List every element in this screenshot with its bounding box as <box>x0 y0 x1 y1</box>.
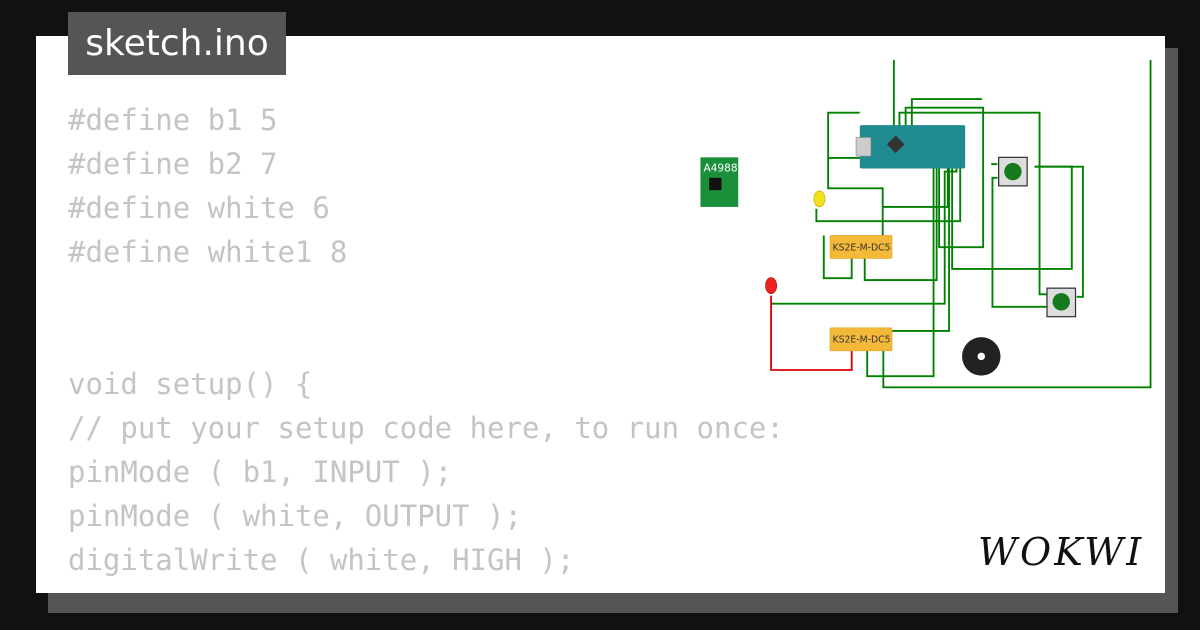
usb-port <box>855 137 872 157</box>
pushbutton-1[interactable] <box>998 156 1028 187</box>
code-line: #define white1 8 <box>68 235 348 269</box>
wokwi-logo: WOKWI <box>978 530 1145 574</box>
code-line: digitalWrite ( white, HIGH ); <box>68 543 575 577</box>
relay-2: KS2E-M-DC5 <box>829 327 893 352</box>
red-wire <box>770 295 853 371</box>
relay2-label: KS2E-M-DC5 <box>832 335 890 346</box>
preview-card: #define b1 5 #define b2 7 #define white … <box>36 36 1165 593</box>
code-line: pinMode ( b1, INPUT ); <box>68 455 453 489</box>
buzzer <box>962 337 1001 376</box>
code-line: // put your setup code here, to run once… <box>68 411 784 445</box>
code-line: #define white 6 <box>68 191 330 225</box>
code-line: pinMode ( white, OUTPUT ); <box>68 499 522 533</box>
code-line: #define b1 5 <box>68 103 278 137</box>
arduino-nano <box>855 125 966 169</box>
code-background: #define b1 5 #define b2 7 #define white … <box>68 98 784 582</box>
a4988-driver: A4988 <box>700 157 739 207</box>
code-line: #define b2 7 <box>68 147 278 181</box>
red-led <box>765 277 777 295</box>
relay-1: KS2E-M-DC5 <box>829 235 893 259</box>
yellow-led <box>813 190 826 208</box>
relay1-label: KS2E-M-DC5 <box>832 242 890 253</box>
file-title: sketch.ino <box>68 12 286 75</box>
code-line: void setup() { <box>68 367 313 401</box>
driver-label: A4988 <box>704 163 738 175</box>
pushbutton-2[interactable] <box>1046 287 1077 318</box>
wires <box>771 60 1152 389</box>
